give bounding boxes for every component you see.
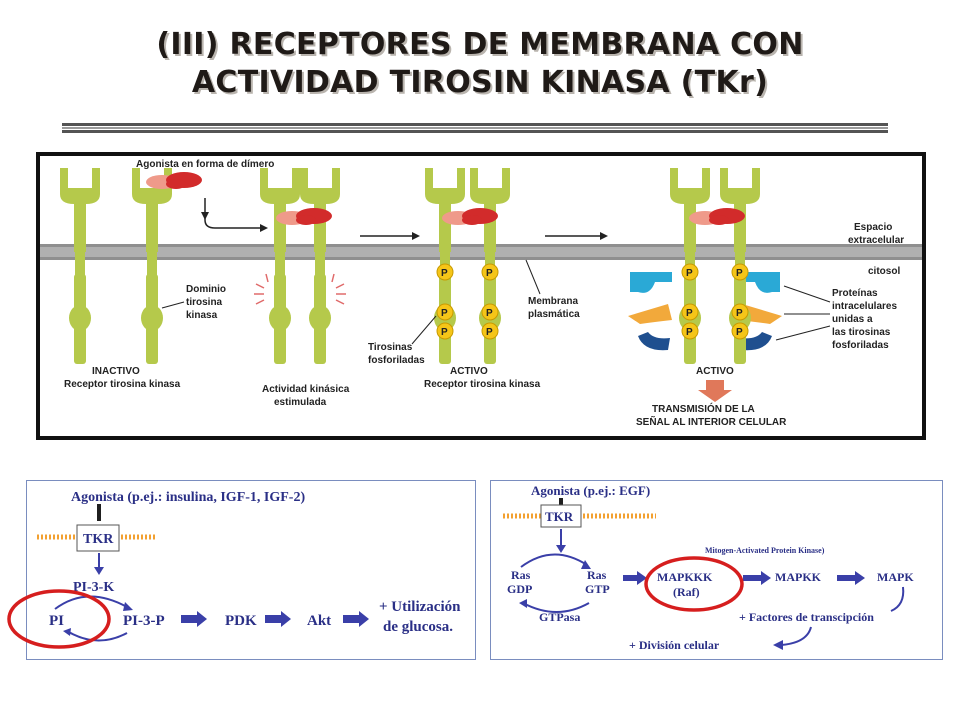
proteins-label: intracelulares (832, 301, 897, 312)
extracellular-label: extracelular (848, 235, 904, 246)
phospho-p: P (686, 327, 693, 338)
cell-division-label: + División celular (629, 638, 720, 652)
gtpase-label: GTPasa (539, 610, 580, 624)
right-agonist-label: Agonista (p.ej.: EGF) (531, 483, 650, 498)
proteins-label: Proteínas (832, 288, 878, 299)
left-agonist-label: Agonista (p.ej.: insulina, IGF-1, IGF-2) (71, 490, 305, 505)
inactive-caption: Receptor tirosina kinasa (64, 379, 181, 390)
phospho-p: P (686, 308, 693, 319)
title-line-1: (III) RECEPTORES DE MEMBRANA CON (156, 27, 804, 62)
phospho-p: P (486, 308, 493, 319)
phospho-p: P (441, 308, 448, 319)
ras-gdp-label: GDP (507, 582, 532, 596)
cytosol-label: citosol (868, 266, 900, 277)
transmission-label: TRANSMISIÓN DE LA (652, 402, 755, 415)
ras-gdp-label: Ras (511, 568, 531, 582)
kinase-domain-label: kinasa (186, 310, 218, 321)
left-tkr-label: TKR (83, 532, 114, 547)
proteins-label: fosforiladas (832, 340, 889, 351)
mapkk-label: MAPKK (775, 570, 822, 584)
active-receptor-with-adaptors: P P P P P P (628, 168, 782, 364)
pi3k-label: PI-3-K (73, 580, 114, 595)
insulin-pathway-svg: Agonista (p.ej.: insulina, IGF-1, IGF-2)… (37, 490, 461, 642)
active-label-2: ACTIVO (696, 366, 734, 377)
membrane-label: Membrana (528, 296, 578, 307)
extracellular-label: Espacio (854, 222, 892, 233)
phospho-tyrosines-label: Tirosinas (368, 342, 413, 353)
phospho-tyrosines-label: fosforiladas (368, 355, 425, 366)
phospho-p: P (441, 268, 448, 279)
akt-label: Akt (307, 613, 331, 629)
glucose-result-label: + Utilización (379, 599, 461, 615)
active-caption: Receptor tirosina kinasa (424, 379, 541, 390)
agonist-label: Agonista en forma de dímero (136, 159, 274, 170)
membrane-label: plasmática (528, 309, 580, 320)
mapkkk-label: MAPKKK (657, 570, 713, 584)
inactive-receptor-pair (60, 168, 172, 364)
glucose-result-label: de glucosa. (383, 619, 453, 635)
stimulated-label: Actividad kinásica (262, 384, 350, 395)
active-label: ACTIVO (450, 366, 488, 377)
receptor-activation-diagram: Agonista en forma de dímero P P P P P P (36, 152, 926, 440)
transmission-label: SEÑAL AL INTERIOR CELULAR (636, 415, 787, 428)
phospho-p: P (686, 268, 693, 279)
slide-title: (III) RECEPTORES DE MEMBRANA CON ACTIVID… (60, 26, 900, 102)
pi-label: PI (49, 613, 64, 629)
transcription-factors-label: + Factores de transcipción (739, 610, 874, 624)
inactive-label: INACTIVO (92, 366, 140, 377)
title-line-2: ACTIVIDAD TIROSIN KINASA (TKr) (191, 65, 769, 100)
proteins-label: las tirosinas (832, 327, 891, 338)
ras-gtp-label: Ras (587, 568, 607, 582)
phospho-p: P (736, 327, 743, 338)
phospho-p: P (486, 327, 493, 338)
pi3p-label: PI-3-P (123, 613, 165, 629)
raf-label: (Raf) (673, 585, 700, 599)
left-tkr-box (76, 524, 120, 552)
transmission-arrow (698, 380, 732, 402)
phospho-p: P (441, 327, 448, 338)
kinase-domain-label: Dominio (186, 284, 226, 295)
kinase-domain-label: tirosina (186, 297, 223, 308)
pdk-label: PDK (225, 613, 257, 629)
stimulated-label: estimulada (274, 397, 327, 408)
egf-pathway-svg: Agonista (p.ej.: EGF) TKR Mitogen-Activa… (503, 483, 914, 652)
title-divider (62, 123, 888, 133)
proteins-label: unidas a (832, 314, 873, 325)
mapk-label: MAPK (877, 570, 914, 584)
phospho-p: P (486, 268, 493, 279)
phospho-p: P (736, 308, 743, 319)
agonist-dimer (146, 172, 202, 189)
right-tkr-label: TKR (545, 509, 574, 524)
receptor-diagram-svg: Agonista en forma de dímero P P P P P P (40, 159, 922, 428)
ras-gtp-label: GTP (585, 582, 610, 596)
phospho-p: P (736, 268, 743, 279)
phosphorylated-receptor-pair: P P P P P P (425, 168, 510, 364)
stimulated-receptor-pair (254, 168, 346, 364)
egf-pathway-panel: Agonista (p.ej.: EGF) TKR Mitogen-Activa… (490, 480, 943, 660)
insulin-pathway-panel: Agonista (p.ej.: insulina, IGF-1, IGF-2)… (26, 480, 476, 660)
mapk-caption: Mitogen-Activated Protein Kinase) (705, 546, 825, 555)
binding-arrow (204, 198, 260, 229)
right-tkr-box (540, 504, 582, 528)
